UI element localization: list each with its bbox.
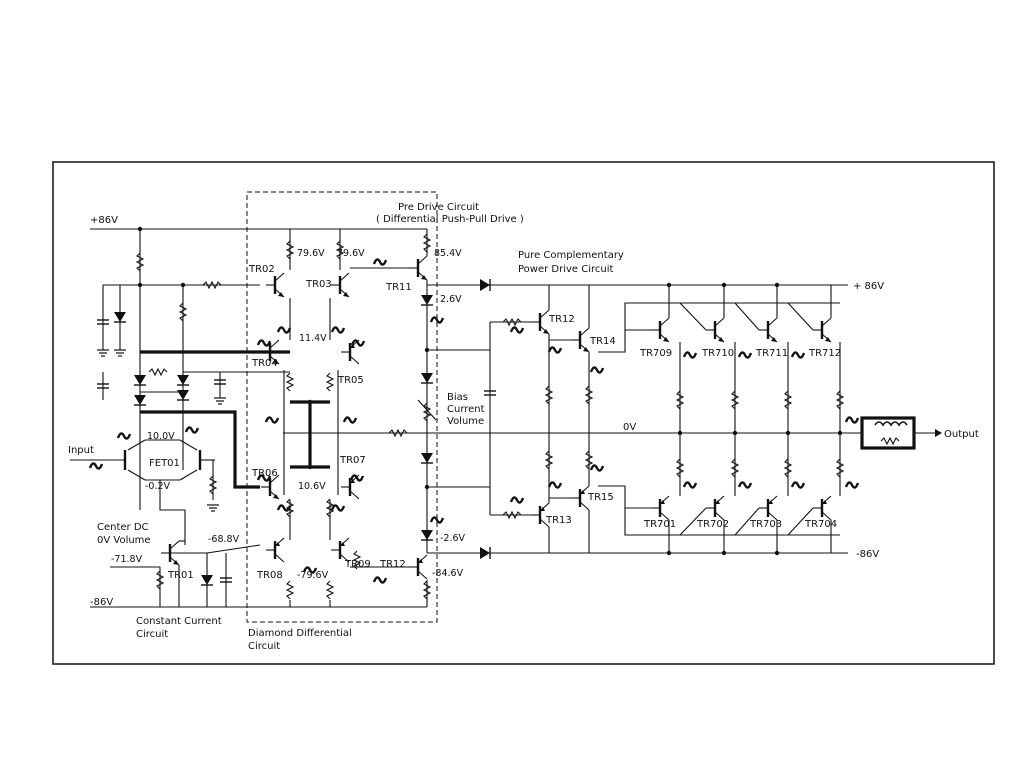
pre-drive-subtitle: ( Differential Push-Pull Drive )	[376, 214, 524, 225]
voltage-79-6-b: 79.6V	[337, 248, 365, 259]
voltage-10-0: 10.0V	[147, 431, 175, 442]
pure-comp-subtitle: Power Drive Circuit	[518, 264, 614, 275]
diamond-title: Diamond Differential	[248, 628, 352, 639]
label-tr03: TR03	[305, 279, 332, 290]
bias-label-2: Current	[447, 404, 485, 415]
voltage-11-4: 11.4V	[299, 333, 327, 344]
label-tr15: TR15	[587, 492, 614, 503]
voltage-79-6-a: 79.6V	[297, 248, 325, 259]
pure-comp-title: Pure Complementary	[518, 250, 624, 261]
label-tr12-pre: TR12	[379, 559, 406, 570]
voltage-10-6: 10.6V	[298, 481, 326, 492]
bias-label-1: Bias	[447, 392, 468, 403]
neg-rail-label: -86V	[90, 597, 113, 608]
label-tr02: TR02	[248, 264, 275, 275]
neg-rail-right-label: -86V	[856, 549, 879, 560]
pos-rail-right-label: + 86V	[853, 281, 884, 292]
label-tr711: TR711	[755, 348, 788, 359]
voltage-68-8: -68.8V	[208, 534, 240, 545]
constant-current-title: Constant Current	[136, 616, 222, 627]
label-tr702: TR702	[696, 519, 729, 530]
label-fet01: FET01	[149, 458, 180, 469]
label-tr709: TR709	[639, 348, 672, 359]
voltage-85-4: 85.4V	[434, 248, 462, 259]
center-dc-title: Center DC	[97, 522, 149, 533]
label-tr04: TR04	[251, 358, 278, 369]
label-tr06: TR06	[251, 468, 278, 479]
label-tr12: TR12	[548, 314, 575, 325]
diagram-frame	[52, 161, 995, 665]
output-label: Output	[944, 429, 979, 440]
input-label: Input	[68, 445, 94, 456]
label-tr701: TR701	[643, 519, 676, 530]
voltage-0-2: -0.2V	[145, 481, 171, 492]
constant-current-subtitle: Circuit	[136, 629, 168, 640]
label-tr14: TR14	[589, 336, 616, 347]
label-tr704: TR704	[804, 519, 837, 530]
voltage-2-6-pos: 2.6V	[440, 294, 462, 305]
label-tr13: TR13	[545, 515, 572, 526]
label-tr09: TR09	[344, 559, 371, 570]
output-inductor-icon	[874, 421, 908, 427]
diamond-subtitle: Circuit	[248, 641, 280, 652]
pre-drive-title: Pre Drive Circuit	[398, 202, 479, 213]
label-tr01: TR01	[167, 570, 194, 581]
diamond-differential-block	[246, 191, 438, 623]
voltage-2-6-neg: -2.6V	[440, 533, 466, 544]
bias-label-3: Volume	[447, 416, 484, 427]
pos-rail-label: +86V	[90, 215, 118, 226]
voltage-84-6: -84.6V	[432, 568, 464, 579]
label-tr703: TR703	[749, 519, 782, 530]
label-tr08: TR08	[256, 570, 283, 581]
label-tr07: TR07	[339, 455, 366, 466]
voltage-79-6-neg: -79.6V	[297, 570, 329, 581]
label-tr11: TR11	[385, 282, 412, 293]
zero-volt-label: 0V	[623, 422, 636, 433]
label-tr710: TR710	[701, 348, 734, 359]
label-tr712: TR712	[808, 348, 841, 359]
label-tr05: TR05	[337, 375, 364, 386]
voltage-71-8: -71.8V	[111, 554, 143, 565]
center-dc-subtitle: 0V Volume	[97, 535, 151, 546]
